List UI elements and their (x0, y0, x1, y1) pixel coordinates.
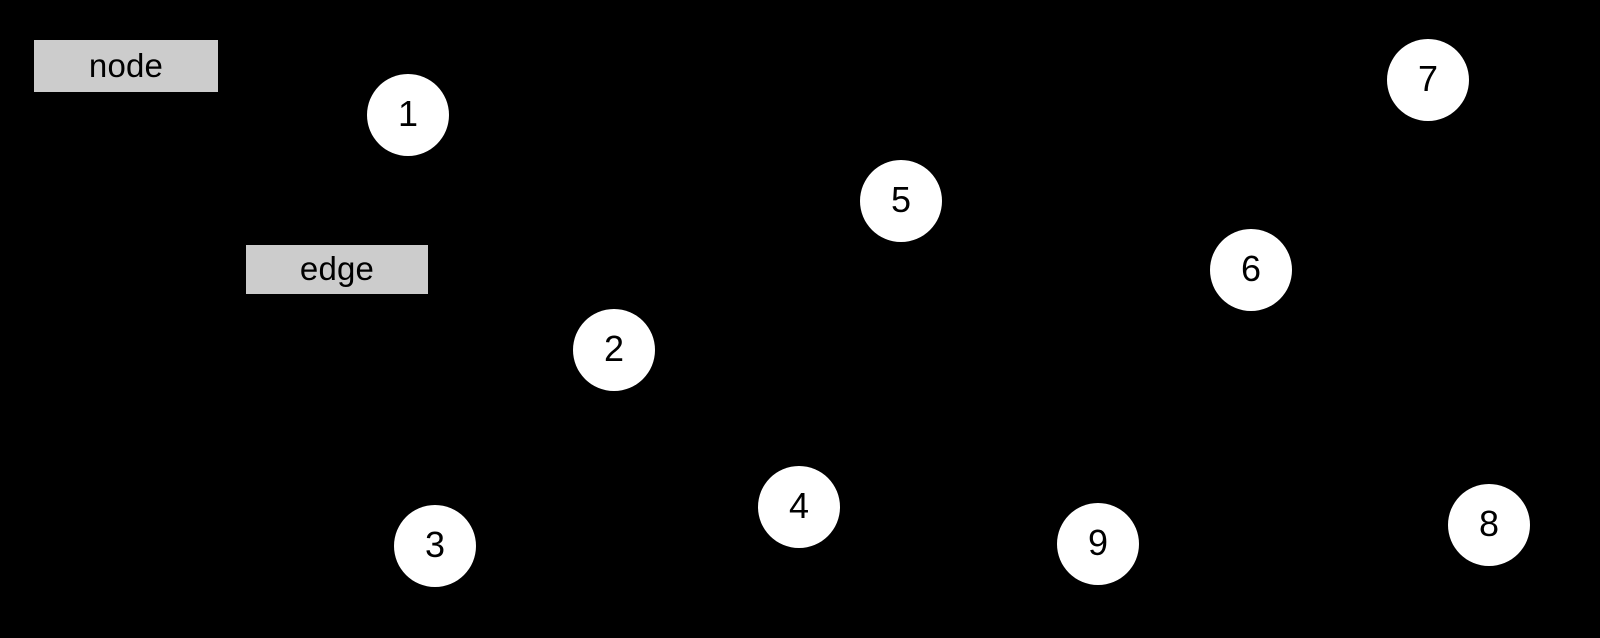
legend-item-edge[interactable]: edge (246, 245, 428, 294)
graph-node-label: 4 (788, 485, 810, 526)
graph-node-label: 1 (397, 93, 419, 134)
graph-node-2[interactable]: 2 (573, 309, 655, 391)
graph-node-8[interactable]: 8 (1448, 484, 1530, 566)
graph-node-label: 2 (603, 328, 625, 369)
graph-node-5[interactable]: 5 (860, 160, 942, 242)
graph-node-4[interactable]: 4 (758, 466, 840, 548)
graph-node-3[interactable]: 3 (394, 505, 476, 587)
legend-item-label: node (88, 46, 164, 84)
graph-node-9[interactable]: 9 (1057, 503, 1139, 585)
graph-node-label: 9 (1087, 522, 1109, 563)
graph-node-label: 6 (1240, 248, 1262, 289)
legend-item-label: edge (299, 250, 375, 287)
graph-node-label: 3 (424, 524, 446, 565)
legend-item-node[interactable]: node (34, 40, 218, 92)
graph-node-6[interactable]: 6 (1210, 229, 1292, 311)
graph-node-label: 7 (1417, 58, 1439, 99)
graph-node-label: 8 (1478, 503, 1500, 544)
graph-node-7[interactable]: 7 (1387, 39, 1469, 121)
graph-node-label: 5 (890, 179, 912, 220)
graph-node-1[interactable]: 1 (367, 74, 449, 156)
